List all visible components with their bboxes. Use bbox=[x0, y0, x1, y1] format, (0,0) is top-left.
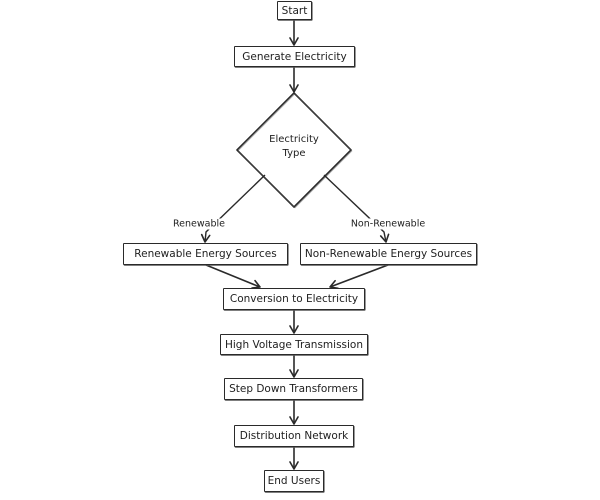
generate-electricity-node: Generate Electricity bbox=[234, 46, 355, 67]
edge-label-renewable: Renewable bbox=[171, 218, 227, 230]
renewable-sources-node: Renewable Energy Sources bbox=[123, 243, 288, 265]
high-voltage-transmission-node: High Voltage Transmission bbox=[220, 334, 368, 355]
decision-label: Electricity Type bbox=[269, 134, 319, 159]
end-users-node: End Users bbox=[264, 470, 324, 492]
edge-nonrenewable-conversion bbox=[329, 264, 389, 290]
edge-label-nonrenewable: Non-Renewable bbox=[348, 218, 428, 230]
nonrenewable-sources-node: Non-Renewable Energy Sources bbox=[300, 243, 477, 265]
step-down-transformers-node: Step Down Transformers bbox=[224, 378, 363, 400]
edge-decision-nonrenewable bbox=[323, 174, 390, 243]
edge-decision-renewable bbox=[200, 174, 266, 243]
conversion-node: Conversion to Electricity bbox=[223, 288, 365, 310]
start-node: Start bbox=[277, 1, 312, 20]
distribution-network-node: Distribution Network bbox=[234, 425, 354, 447]
edge-renewable-conversion bbox=[205, 264, 261, 289]
